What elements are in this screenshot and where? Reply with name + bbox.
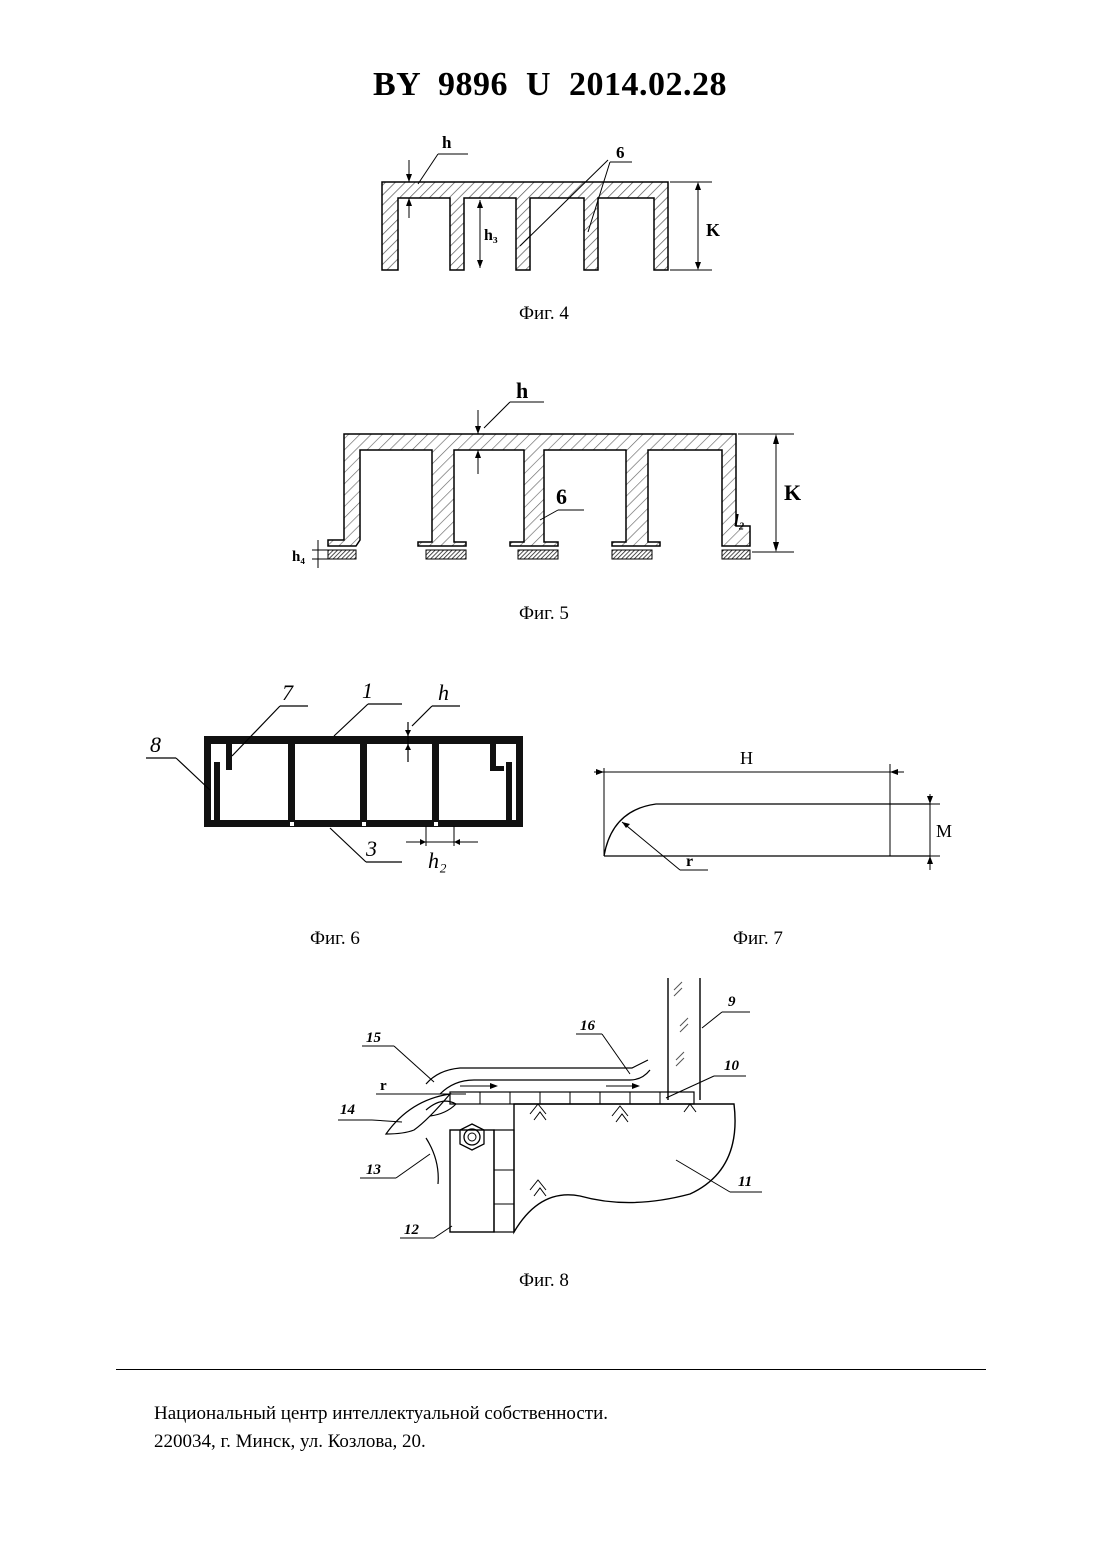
- figure-7-drawing: H M r: [590, 740, 970, 880]
- fig5-caption: Фиг. 5: [519, 603, 569, 625]
- fig4-label-h3: h₃: [484, 227, 498, 244]
- fig4-caption: Фиг. 4: [519, 303, 569, 325]
- fig5-label-k: K: [784, 480, 801, 505]
- fig8-label-14: 14: [340, 1102, 356, 1118]
- document-number: BY 9896 U 2014.02.28: [0, 66, 1100, 104]
- fig5-label-h: h: [516, 378, 528, 403]
- fig7-label-H: H: [740, 748, 753, 768]
- fig6-label-8: 8: [150, 732, 161, 757]
- fig8-label-16: 16: [580, 1018, 596, 1034]
- fig8-label-12: 12: [404, 1222, 420, 1238]
- fig8-caption: Фиг. 8: [519, 1270, 569, 1292]
- fig5-pad: [612, 550, 652, 559]
- fig5-pad: [328, 550, 356, 559]
- fig4-label-h: h: [442, 133, 452, 152]
- fig6-label-h: h: [438, 680, 449, 705]
- fig8-label-13: 13: [366, 1162, 382, 1178]
- footer-divider: [116, 1369, 986, 1370]
- figure-8-drawing: 9 10 11 12 13 14 15 16 r: [330, 970, 780, 1250]
- fig4-label-6: 6: [616, 143, 625, 162]
- fig8-label-11: 11: [738, 1174, 752, 1190]
- fig6-caption: Фиг. 6: [310, 928, 360, 950]
- fig8-label-9: 9: [728, 994, 736, 1010]
- fig8-wall-9: [668, 978, 700, 1100]
- footer-address: 220034, г. Минск, ул. Козлова, 20.: [154, 1428, 608, 1456]
- fig6-label-3: 3: [365, 836, 377, 861]
- fig7-label-M: M: [936, 821, 952, 841]
- footer: Национальный центр интеллектуальной собс…: [154, 1400, 608, 1456]
- fig5-label-l2: l₂: [734, 511, 745, 530]
- fig5-pad: [426, 550, 466, 559]
- fig6-label-1: 1: [362, 678, 373, 703]
- fig6-label-7: 7: [282, 680, 294, 705]
- fig8-body-11: [514, 1104, 735, 1232]
- fig8-label-10: 10: [724, 1058, 740, 1074]
- fig8-label-15: 15: [366, 1030, 382, 1046]
- fig8-label-r: r: [380, 1078, 387, 1094]
- fig5-label-6: 6: [556, 484, 567, 509]
- fig5-pad: [518, 550, 558, 559]
- fig5-label-h4: h₄: [292, 549, 305, 565]
- footer-organization: Национальный центр интеллектуальной собс…: [154, 1400, 608, 1428]
- fig5-profile: [328, 434, 750, 546]
- fig7-label-r: r: [686, 853, 693, 870]
- fig6-label-h2: h₂: [428, 848, 447, 873]
- fig7-caption: Фиг. 7: [733, 928, 783, 950]
- figure-5-drawing: h K 6 h₄ l₂: [288, 370, 818, 580]
- fig5-pad: [722, 550, 750, 559]
- figure-6-drawing: 7 1 h 8 3 h₂: [140, 670, 540, 880]
- fig4-profile: [382, 182, 668, 270]
- figure-4-drawing: h h₃ K 6: [360, 128, 740, 288]
- fig4-label-k: K: [706, 220, 720, 240]
